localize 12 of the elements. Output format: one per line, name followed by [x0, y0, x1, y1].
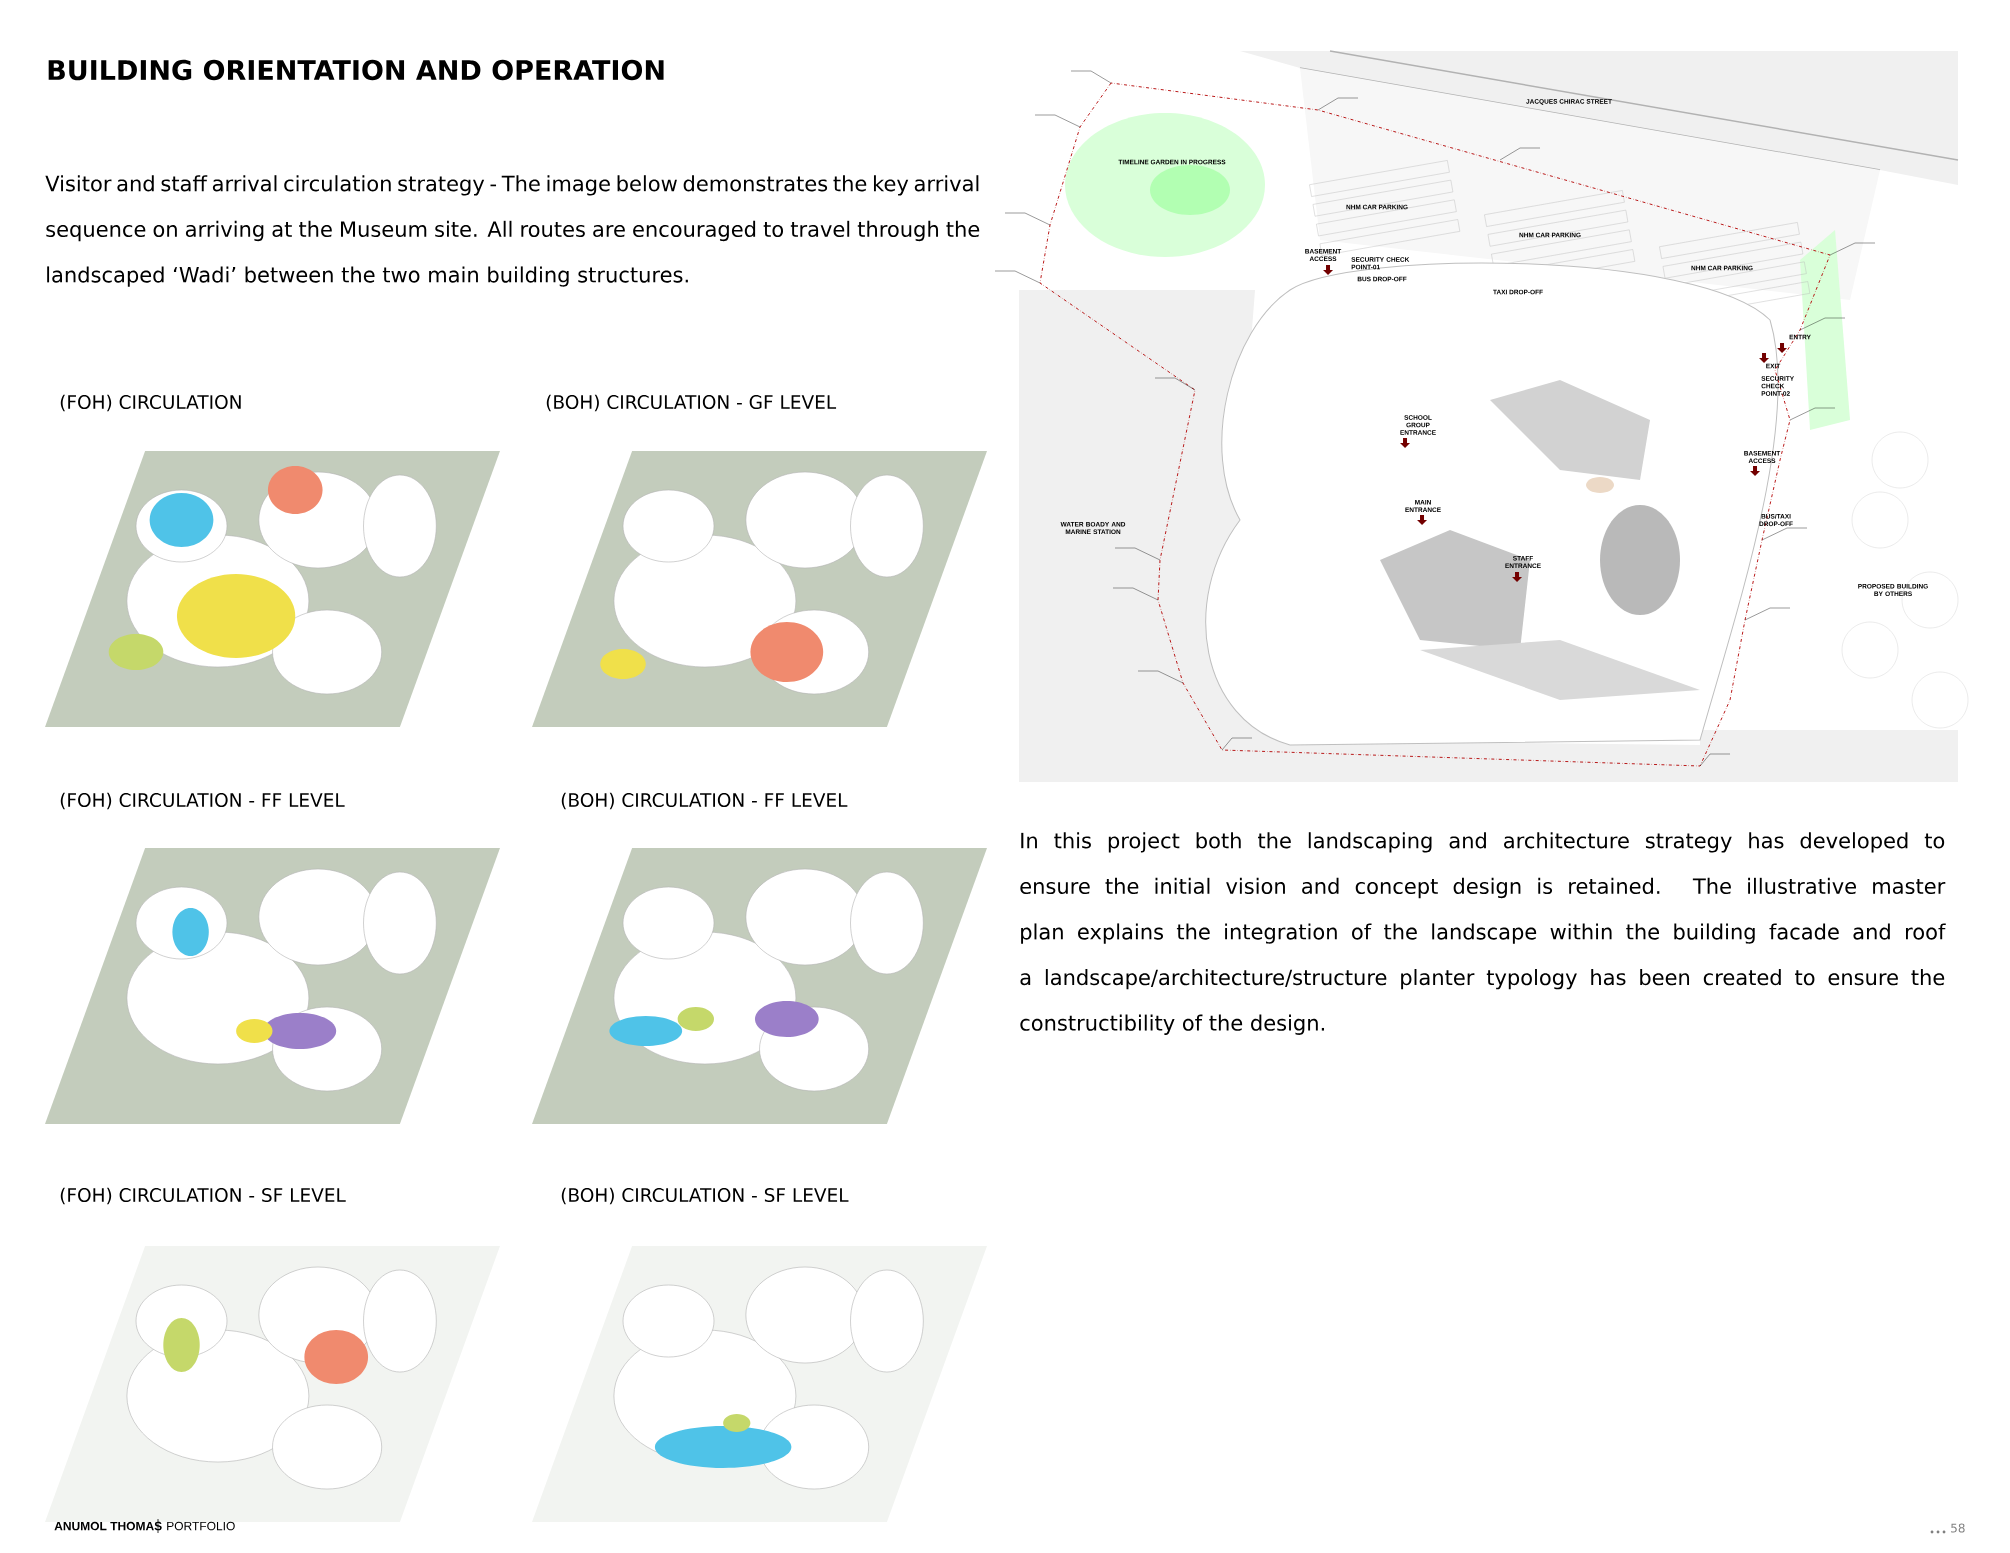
footer-text: PORTFOLIO: [167, 1521, 235, 1531]
page-number: 58: [1951, 1523, 1965, 1533]
panel-heading: (FOH) CIRCULATION - SF LEVEL: [60, 1187, 346, 1205]
panel-heading: (FOH) CIRCULATION - FF LEVEL: [60, 792, 345, 810]
page-title: BUILDING ORIENTATION AND OPERATION: [48, 59, 664, 81]
panel-heading: (FOH) CIRCULATION: [60, 394, 241, 412]
paragraph: Visitor and staff arrival circulation strategy - The image below demonstrates the key arrival sequence on arriving at the Museum site. All routes are encouraged to travel through the landscaped ‘Wadi’ between the two main building structures.: [45, 175, 980, 287]
panel-heading: (BOH) CIRCULATION - GF LEVEL: [546, 394, 837, 412]
panel-heading: (BOH) CIRCULATION - FF LEVEL: [561, 792, 848, 810]
paragraph: In this project both the landscaping and architecture strategy has developed to ensure the initial vision and concept design is retained. The illustrative master plan explains the integration of the landscape within the building facade and roof a landscape/architecture/structure planter typology has been created to ensure the constructibility of the design.: [1020, 832, 1946, 1035]
panel-heading: (BOH) CIRCULATION - SF LEVEL: [561, 1187, 849, 1205]
author-name: ANUMOL THOMAS: [54, 1521, 162, 1531]
